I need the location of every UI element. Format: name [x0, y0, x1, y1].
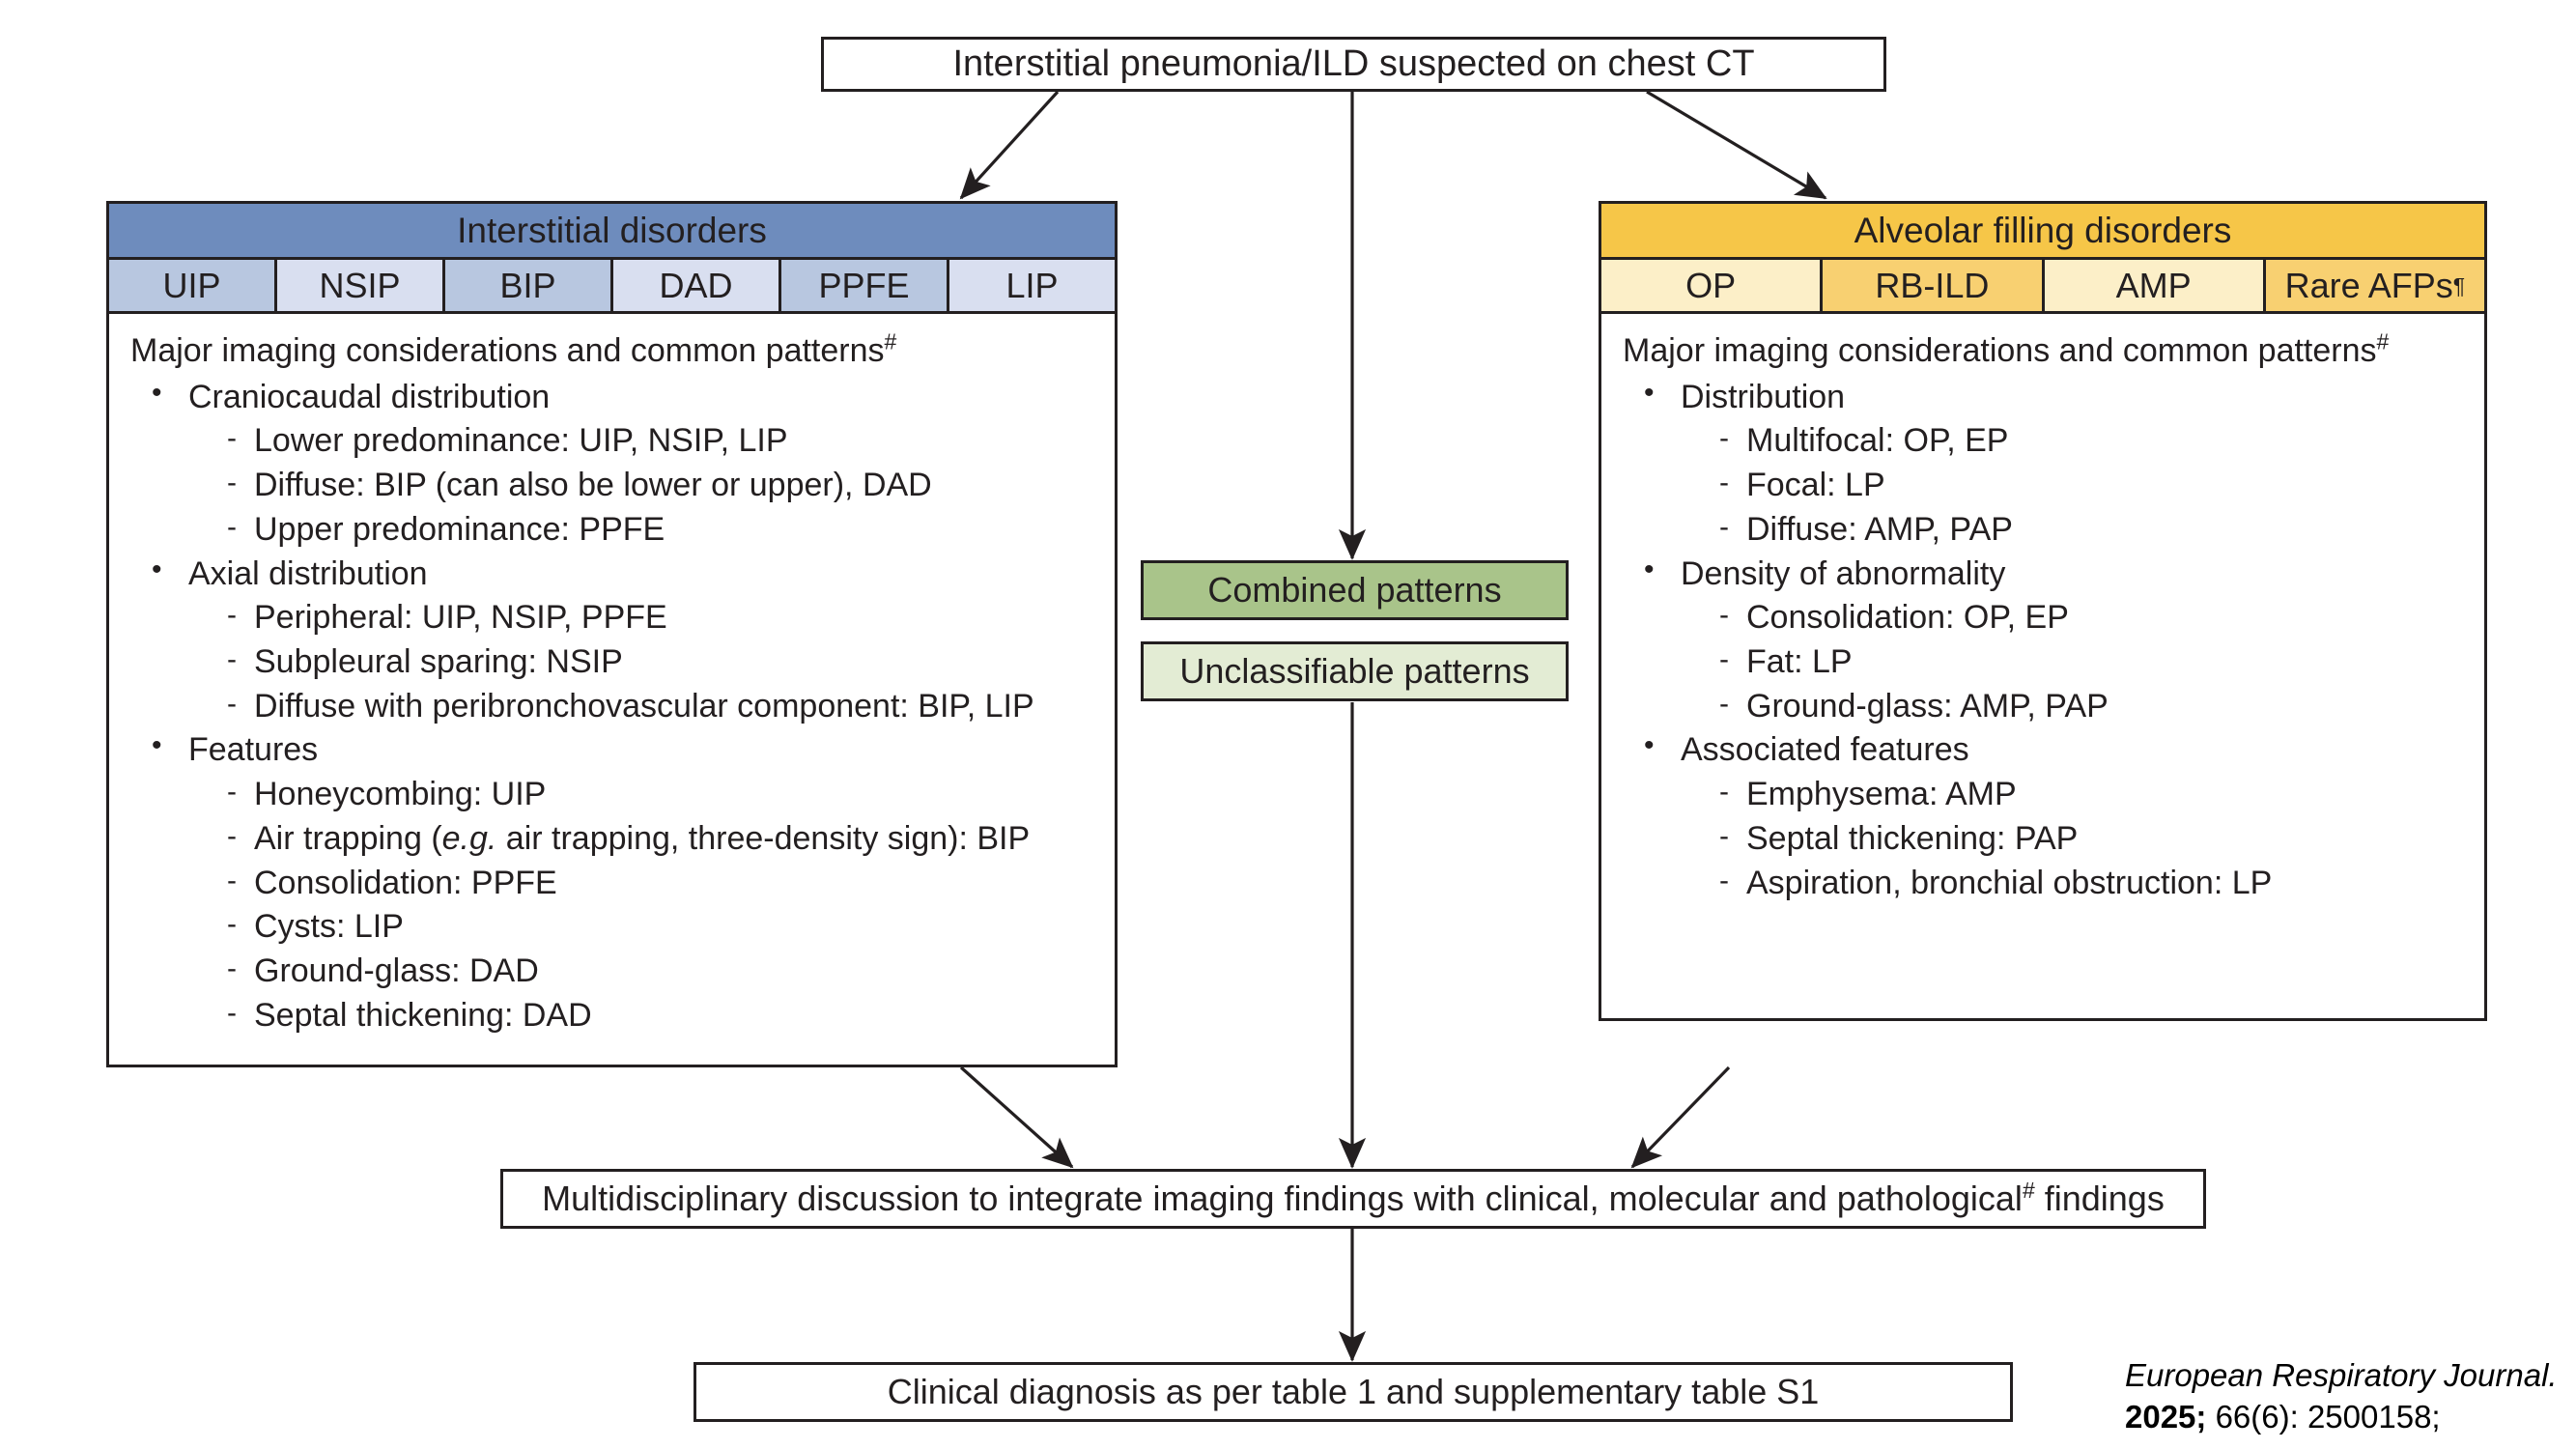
list-item: Features — [130, 726, 1093, 773]
citation-year: 2025; — [2125, 1398, 2207, 1435]
list-item: Axial distribution — [130, 551, 1093, 597]
tab-uip-label: UIP — [162, 265, 221, 305]
alveolar-tab-row: OP RB-ILD AMP Rare AFPs¶ — [1601, 260, 2484, 314]
list-item: Ground-glass: AMP, PAP — [1623, 685, 2463, 729]
tab-rb-ild-label: RB-ILD — [1875, 265, 1990, 305]
interstitial-disorders-panel: Interstitial disorders UIP NSIP BIP DAD … — [106, 201, 1118, 1067]
list-item: Honeycombing: UIP — [130, 773, 1093, 817]
tab-amp-label: AMP — [2115, 265, 2192, 305]
mdd-box-label: Multidisciplinary discussion to integrat… — [542, 1179, 2165, 1219]
unclassifiable-patterns-box: Unclassifiable patterns — [1141, 641, 1569, 701]
tab-nsip-label: NSIP — [319, 265, 401, 305]
tab-nsip[interactable]: NSIP — [277, 260, 445, 311]
citation-rest: 66(6): 2500158; — [2206, 1398, 2441, 1435]
mdd-marker: # — [2022, 1178, 2035, 1203]
interstitial-body-title: Major imaging considerations and common … — [130, 329, 1093, 374]
list-item: Multifocal: OP, EP — [1623, 419, 2463, 464]
diagnosis-box-label: Clinical diagnosis as per table 1 and su… — [887, 1372, 1820, 1411]
tab-uip[interactable]: UIP — [109, 260, 277, 311]
alveolar-body-title: Major imaging considerations and common … — [1623, 329, 2463, 374]
alveolar-body-title-text: Major imaging considerations and common … — [1623, 332, 2377, 369]
tab-dad-label: DAD — [659, 265, 733, 305]
alveolar-panel-header-label: Alveolar filling disorders — [1854, 210, 2232, 250]
list-item: Diffuse with peribronchovascular compone… — [130, 685, 1093, 729]
combined-patterns-label: Combined patterns — [1207, 570, 1502, 610]
alveolar-panel-header: Alveolar filling disorders — [1601, 204, 2484, 260]
tab-rare-afps[interactable]: Rare AFPs¶ — [2265, 260, 2484, 311]
list-item: Craniocaudal distribution — [130, 374, 1093, 420]
diagnosis-box: Clinical diagnosis as per table 1 and su… — [694, 1362, 2013, 1422]
tab-ppfe[interactable]: PPFE — [781, 260, 949, 311]
mdd-text-before: Multidisciplinary discussion to integrat… — [542, 1179, 2023, 1218]
alveolar-body-title-marker: # — [2376, 328, 2390, 355]
list-item: Ground-glass: DAD — [130, 950, 1093, 994]
mdd-box: Multidisciplinary discussion to integrat… — [500, 1169, 2206, 1229]
tab-lip[interactable]: LIP — [949, 260, 1115, 311]
list-item: Diffuse: BIP (can also be lower or upper… — [130, 464, 1093, 508]
interstitial-panel-body: Major imaging considerations and common … — [109, 314, 1115, 1048]
list-item: Septal thickening: PAP — [1623, 817, 2463, 862]
journal-citation: European Respiratory Journal. 2025; 66(6… — [2125, 1355, 2569, 1438]
interstitial-body-title-marker: # — [884, 328, 897, 355]
list-item: Consolidation: OP, EP — [1623, 596, 2463, 640]
list-item-italic: Air trapping (e.g. air trapping, three-d… — [130, 817, 1093, 862]
interstitial-tab-row: UIP NSIP BIP DAD PPFE LIP — [109, 260, 1115, 314]
unclassifiable-patterns-label: Unclassifiable patterns — [1179, 651, 1530, 691]
top-box-label: Interstitial pneumonia/ILD suspected on … — [952, 43, 1755, 84]
list-item: Associated features — [1623, 726, 2463, 773]
tab-bip[interactable]: BIP — [445, 260, 613, 311]
tab-lip-label: LIP — [1005, 265, 1059, 305]
alveolar-panel-body: Major imaging considerations and common … — [1601, 314, 2484, 915]
tab-ppfe-label: PPFE — [818, 265, 910, 305]
combined-patterns-box: Combined patterns — [1141, 560, 1569, 620]
interstitial-panel-header: Interstitial disorders — [109, 204, 1115, 260]
list-item: Diffuse: AMP, PAP — [1623, 508, 2463, 553]
tab-dad[interactable]: DAD — [613, 260, 781, 311]
list-item: Septal thickening: DAD — [130, 994, 1093, 1038]
tab-amp[interactable]: AMP — [2044, 260, 2266, 311]
interstitial-panel-header-label: Interstitial disorders — [457, 210, 767, 250]
tab-op[interactable]: OP — [1601, 260, 1824, 311]
top-box: Interstitial pneumonia/ILD suspected on … — [821, 37, 1886, 92]
list-item: Upper predominance: PPFE — [130, 508, 1093, 553]
list-item: Fat: LP — [1623, 640, 2463, 685]
tab-bip-label: BIP — [499, 265, 556, 305]
list-item: Consolidation: PPFE — [130, 862, 1093, 906]
list-item: Focal: LP — [1623, 464, 2463, 508]
list-item: Density of abnormality — [1623, 551, 2463, 597]
citation-volume-line: 2025; 66(6): 2500158; — [2125, 1397, 2569, 1438]
list-item: Distribution — [1623, 374, 2463, 420]
mdd-text-after: findings — [2034, 1179, 2165, 1218]
tab-rb-ild[interactable]: RB-ILD — [1823, 260, 2045, 311]
alveolar-filling-disorders-panel: Alveolar filling disorders OP RB-ILD AMP… — [1599, 201, 2487, 1021]
list-item: Cysts: LIP — [130, 905, 1093, 950]
tab-rare-afps-label: Rare AFPs — [2284, 265, 2453, 305]
list-item: Peripheral: UIP, NSIP, PPFE — [130, 596, 1093, 640]
citation-journal: European Respiratory Journal. — [2125, 1357, 2558, 1393]
list-item: Emphysema: AMP — [1623, 773, 2463, 817]
interstitial-body-title-text: Major imaging considerations and common … — [130, 332, 885, 369]
list-item: Subpleural sparing: NSIP — [130, 640, 1093, 685]
tab-op-label: OP — [1685, 265, 1737, 305]
list-item: Aspiration, bronchial obstruction: LP — [1623, 862, 2463, 906]
list-item: Lower predominance: UIP, NSIP, LIP — [130, 419, 1093, 464]
